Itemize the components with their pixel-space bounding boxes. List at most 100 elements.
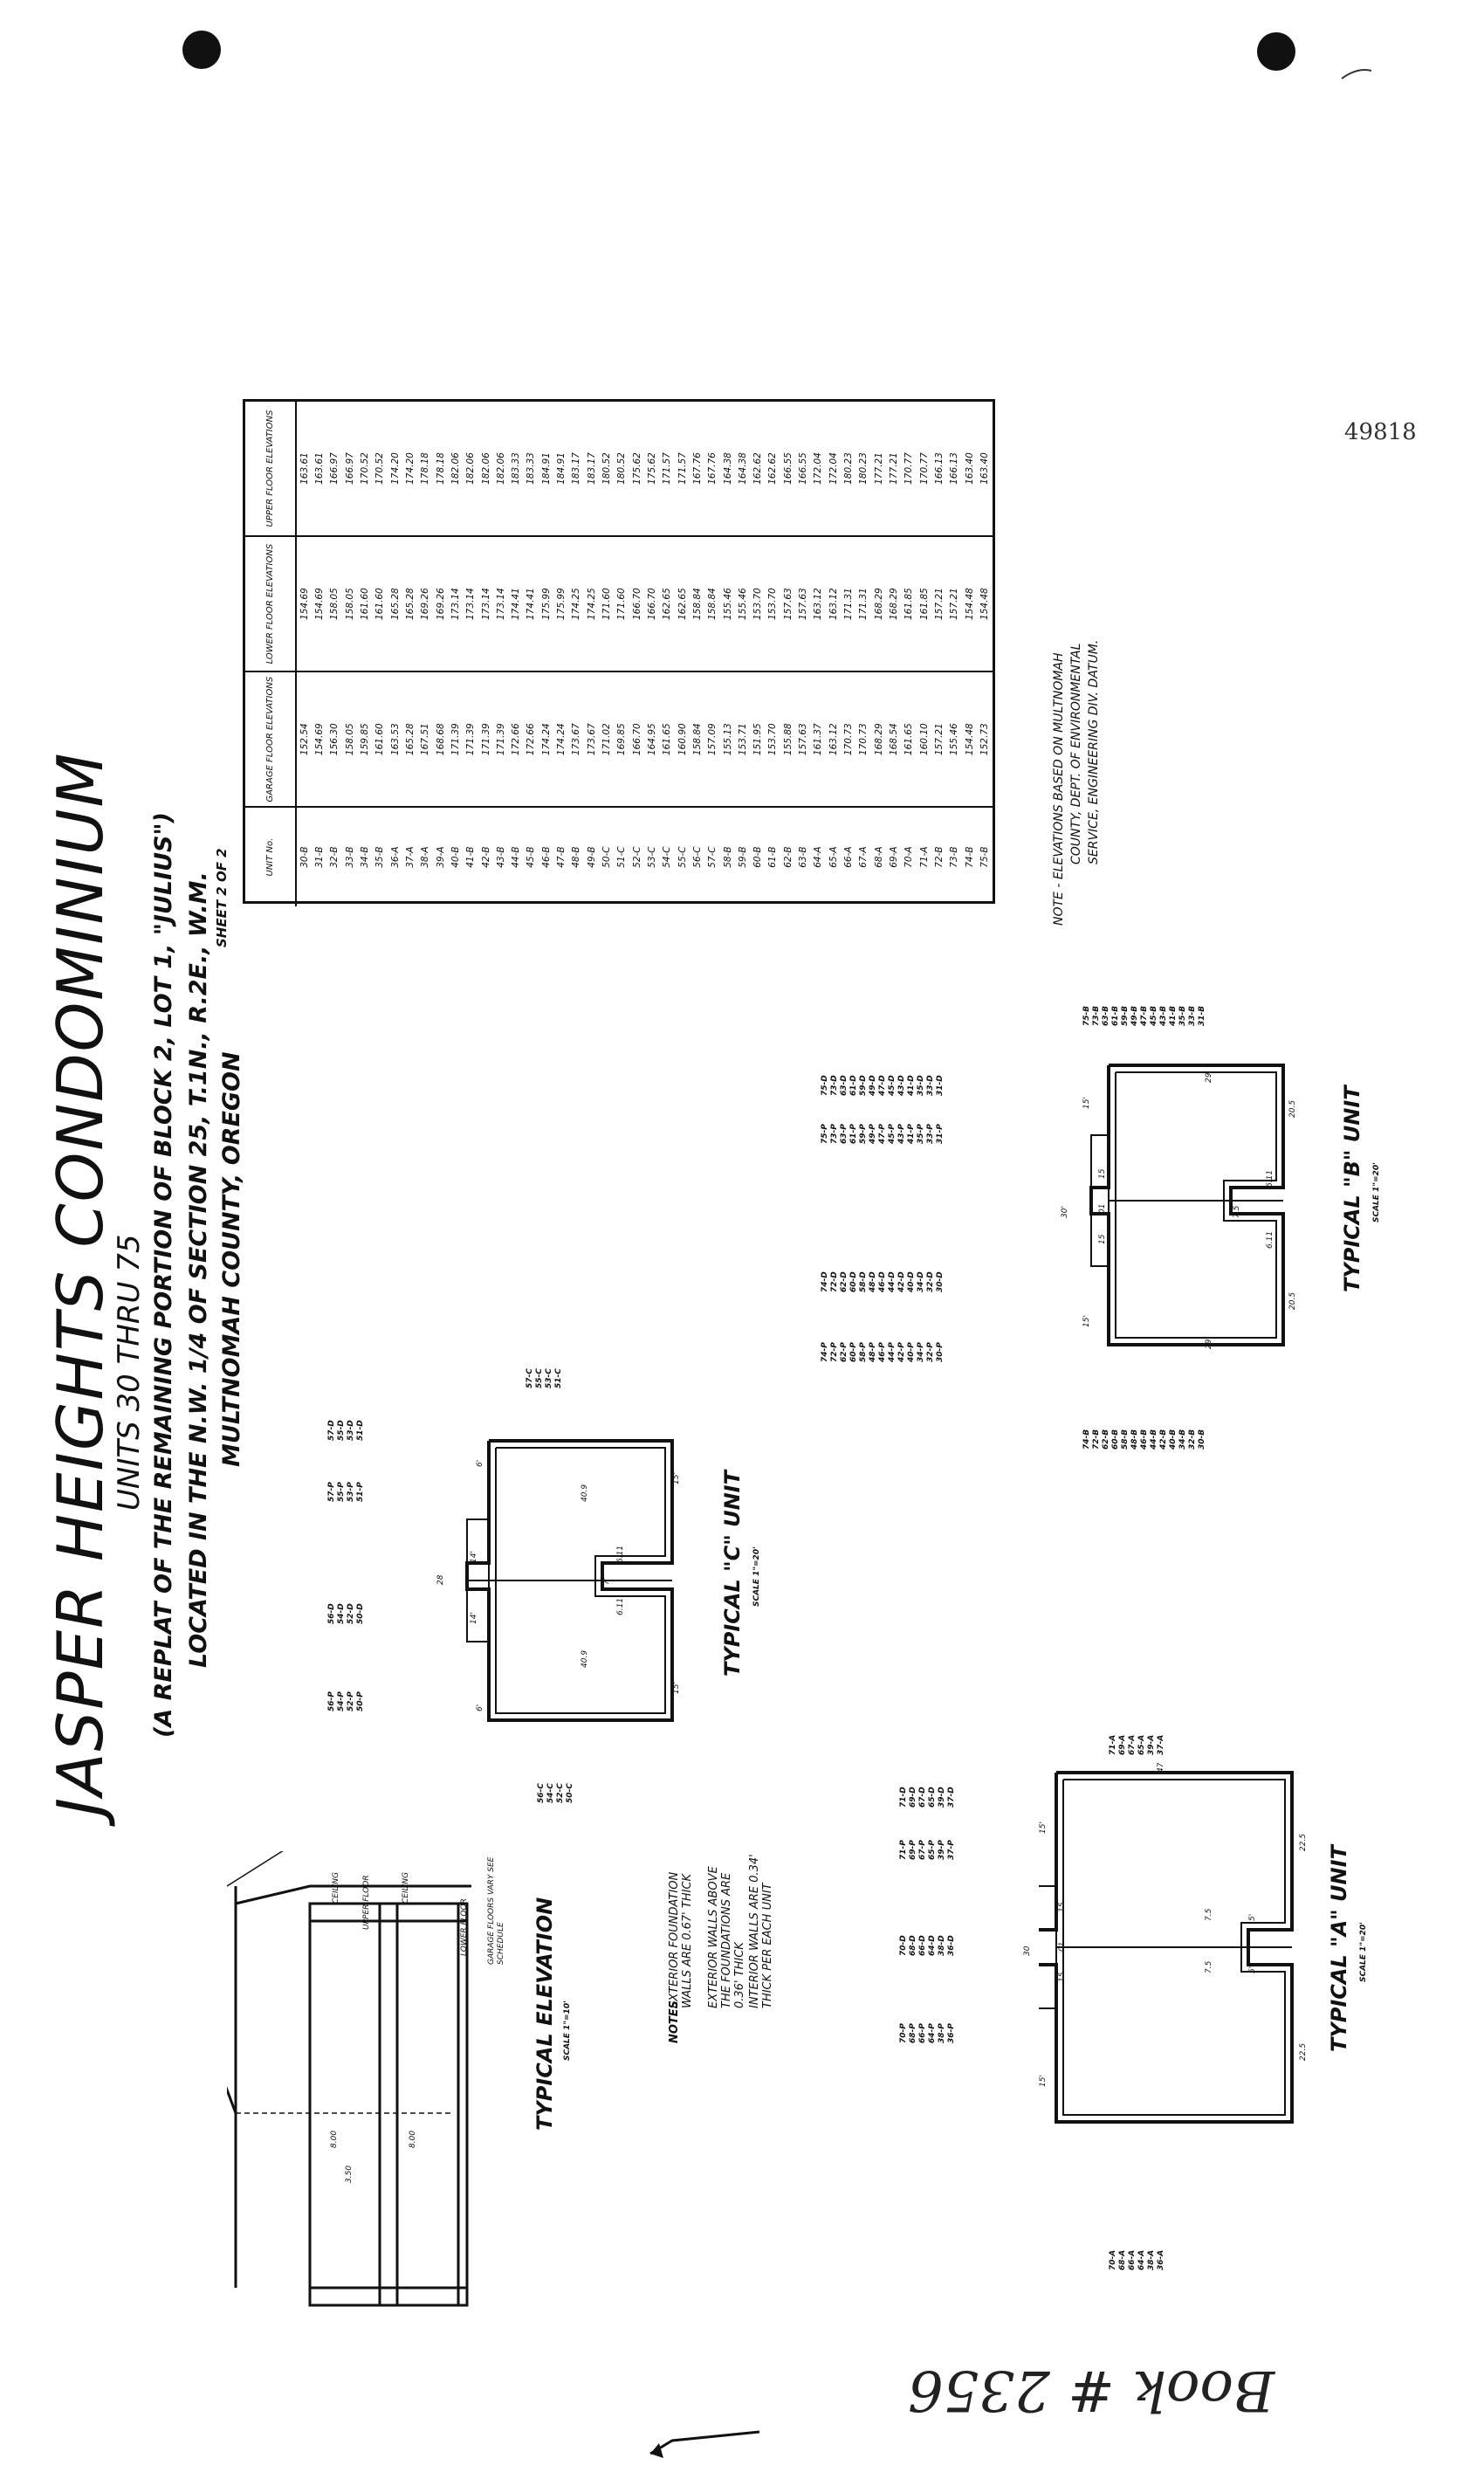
cell-unit-no: 71-A — [916, 807, 932, 906]
cell-unit-no: 47-B — [553, 807, 569, 906]
unit-number: 56-C — [537, 1783, 546, 1803]
cell-unit-no: 73-B — [946, 807, 962, 906]
unit-a-dim-15p-b: 15' — [1039, 2075, 1048, 2087]
unit-number: 39-A — [1147, 1734, 1156, 1755]
unit-number: 62-B — [1102, 1429, 1110, 1450]
cell-upper-floor: 163.40 — [964, 452, 975, 485]
cell-garage-floor: 170.73 — [841, 671, 856, 808]
cell-unit-no: 36-A — [387, 807, 403, 906]
cell-lower-floor: 158.05 — [342, 536, 358, 672]
cell-garage-floor: 157.63 — [795, 671, 811, 808]
unit-a-dim-15p-a: 15' — [1039, 1821, 1048, 1834]
unit-number: 55-D — [337, 1420, 346, 1441]
cell-lower-floor: 158.05 — [326, 536, 343, 672]
unit-number: 63-D — [840, 1075, 848, 1096]
cell-garage-floor: 174.24 — [553, 671, 569, 808]
elevation-table-body: UNIT No. GARAGE FLOOR ELEVATIONS LOWER F… — [245, 402, 993, 906]
unit-number: 61-D — [849, 1075, 858, 1096]
unit-b-dim-15p-b: 15' — [1082, 1315, 1091, 1327]
cell-unit-no: 62-B — [780, 807, 796, 906]
unit-number: 38-D — [938, 1935, 946, 1956]
cell-garage-floor: 173.67 — [568, 671, 585, 808]
unit-c-dim-7: 7' — [602, 1577, 611, 1585]
punch-hole-right — [1257, 32, 1295, 71]
cell-upper-floor: 174.20 — [404, 452, 416, 485]
unit-number: 33-D — [926, 1075, 935, 1096]
cell-unit-no: 55-C — [674, 807, 690, 906]
unit-number: 70-A — [1109, 2249, 1117, 2270]
unit-c-dim-15-b: 15' — [672, 1682, 681, 1694]
cell-upper-floor: 167.76 — [707, 452, 718, 485]
unit-number: 31-B — [1198, 1005, 1206, 1026]
cell-lower-floor: 154.48 — [977, 536, 993, 672]
unit-a-dim-5-b: 5' — [1248, 1966, 1257, 1973]
cell-upper-floor: 180.23 — [843, 452, 854, 485]
cell-lower-floor: 173.14 — [448, 536, 464, 672]
unit-c-dim-top: 40.9 — [581, 1484, 589, 1502]
cell-lower-floor: 163.12 — [810, 536, 827, 672]
cell-upper-floor: 184.91 — [556, 452, 567, 485]
unit-number: 51-C — [554, 1368, 563, 1388]
unit-a-dim-30: 30 — [1023, 1945, 1032, 1956]
cell-lower-floor: 158.84 — [704, 536, 720, 672]
unit-number: 44-B — [1150, 1429, 1158, 1450]
cell-unit-no: 72-B — [931, 807, 947, 906]
cell-unit-no: 37-A — [402, 807, 418, 906]
unit-number: 43-B — [1159, 1005, 1168, 1026]
unit-a-scale: SCALE 1"=20' — [1359, 1922, 1368, 1982]
cell-upper-floor: 163.40 — [979, 452, 991, 485]
cell-lower-floor: 161.85 — [901, 536, 917, 672]
cell-lower-floor: 173.14 — [463, 536, 478, 672]
elevation-note-line-1: NOTE - ELEVATIONS BASED ON MULTNOMAH — [1052, 652, 1066, 926]
cell-upper-floor: 163.61 — [299, 452, 310, 485]
cell-garage-floor: 155.88 — [780, 671, 796, 808]
elev-annotation-ceiling-2: CEILING — [402, 1872, 410, 1904]
cell-unit-no: 30-B — [296, 807, 313, 906]
cell-upper-floor: 163.61 — [314, 452, 326, 485]
cell-upper-floor: 162.62 — [767, 452, 779, 485]
cell-upper-floor: 178.18 — [435, 452, 446, 485]
cell-upper-floor: 182.06 — [480, 452, 491, 485]
cell-upper-floor: 178.18 — [420, 452, 431, 485]
cell-lower-floor: 157.21 — [946, 536, 962, 672]
unit-number: 65-A — [1137, 1734, 1146, 1755]
cell-garage-floor: 155.13 — [719, 671, 736, 808]
cell-garage-floor: 161.65 — [901, 671, 917, 808]
unit-number: 69-A — [1118, 1734, 1127, 1755]
cell-garage-floor: 153.71 — [735, 671, 751, 808]
cell-unit-no: 41-B — [463, 807, 478, 906]
wall-note-3: INTERIOR WALLS ARE 0.34' THICK PER EACH … — [748, 1854, 774, 2008]
cell-garage-floor: 174.24 — [539, 671, 554, 808]
cell-unit-no: 31-B — [312, 807, 327, 906]
elevation-note-line-3: SERVICE, ENGINEERING DIV. DATUM. — [1087, 639, 1101, 864]
unit-number: 73-B — [1092, 1005, 1101, 1026]
building-outline — [308, 1902, 469, 2307]
unit-number: 38-A — [1147, 2249, 1156, 2270]
unit-number: 40-B — [1169, 1429, 1178, 1450]
cell-garage-floor: 153.70 — [765, 671, 781, 808]
typical-elevation-label: TYPICAL ELEVATION — [532, 1897, 557, 2131]
cell-unit-no: 35-B — [372, 807, 388, 906]
unit-number: 42-D — [897, 1271, 906, 1292]
cell-lower-floor: 161.85 — [916, 536, 932, 672]
cell-lower-floor: 171.60 — [599, 536, 615, 672]
cell-upper-floor: 167.76 — [691, 452, 703, 485]
cell-unit-no: 61-B — [765, 807, 781, 906]
cell-upper-floor: 182.06 — [465, 452, 477, 485]
cell-unit-no: 63-B — [795, 807, 811, 906]
cell-garage-floor: 163.12 — [826, 671, 842, 808]
page-title: JASPER HEIGHTS CONDOMINIUM — [44, 751, 117, 1816]
cell-unit-no: 59-B — [735, 807, 751, 906]
cell-garage-floor: 160.90 — [674, 671, 690, 808]
unit-a-dim-225-a: 22.5 — [1299, 1833, 1308, 1851]
cell-upper-floor: 183.33 — [526, 452, 537, 485]
unit-c-dim-14-a: 14' — [470, 1551, 478, 1563]
